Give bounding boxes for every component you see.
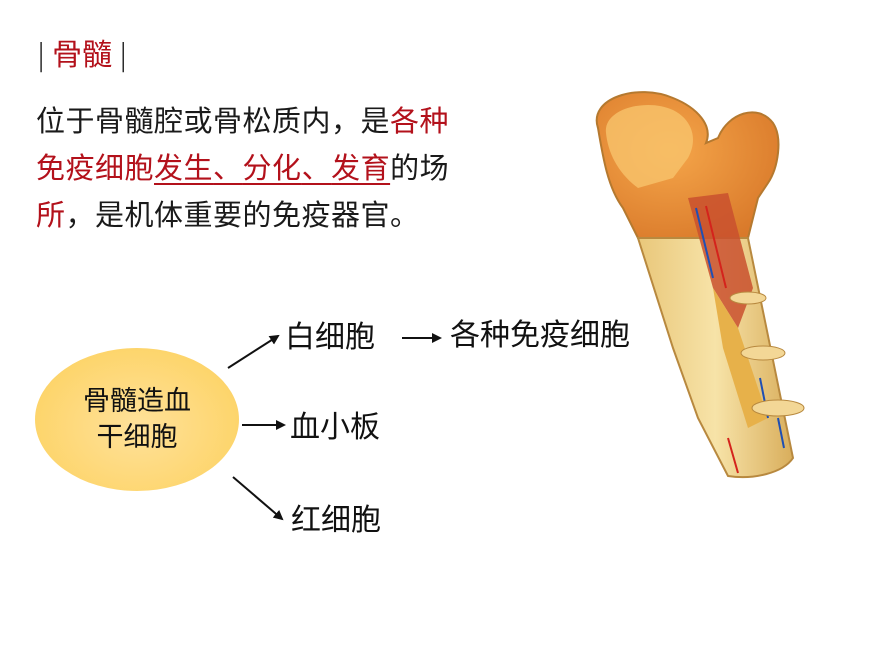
p-l1-red: 各种 <box>390 104 450 138</box>
title-bar-right: | <box>118 38 129 73</box>
p-l2-sep1: 、 <box>213 151 243 185</box>
p-l3-red: 所 <box>36 198 66 232</box>
bone-illustration <box>595 91 805 479</box>
title-bar-left: | <box>36 38 47 73</box>
p-l2-u3: 发育 <box>331 151 391 185</box>
title-text: 骨髓 <box>52 38 113 73</box>
arrow-to-rbc <box>232 476 284 521</box>
slide-title: | 骨髓 | <box>36 36 128 76</box>
immune-cells-label: 各种免疫细胞 <box>450 318 630 353</box>
p-l2-plain: 的场 <box>390 151 450 185</box>
paragraph-line-2: 免疫细胞发生、分化、发育的场 <box>36 145 536 192</box>
rbc-label: 红细胞 <box>291 503 381 538</box>
platelet-label: 血小板 <box>290 410 380 445</box>
description-paragraph: 位于骨髓腔或骨松质内，是各种 免疫细胞发生、分化、发育的场 所，是机体重要的免疫… <box>36 98 536 239</box>
p-l2-sep2: 、 <box>301 151 332 185</box>
p-l2-red-a: 免疫细胞 <box>36 151 155 185</box>
stem-cell-node: 骨髓造血 干细胞 <box>35 348 239 491</box>
p-l3-plain: ，是机体重要的免疫器官。 <box>65 198 420 232</box>
stem-cell-label-1: 骨髓造血 <box>83 385 191 417</box>
p-l2-u2: 分化 <box>242 151 302 185</box>
wbc-label: 白细胞 <box>285 320 375 355</box>
p-l1-plain: 位于骨髓腔或骨松质内，是 <box>36 104 391 138</box>
p-l2-u1: 发生 <box>154 151 214 185</box>
paragraph-line-1: 位于骨髓腔或骨松质内，是各种 <box>36 98 536 145</box>
arrow-to-wbc <box>227 334 280 369</box>
paragraph-line-3: 所，是机体重要的免疫器官。 <box>36 192 536 239</box>
stem-cell-label-2: 干细胞 <box>96 421 178 453</box>
